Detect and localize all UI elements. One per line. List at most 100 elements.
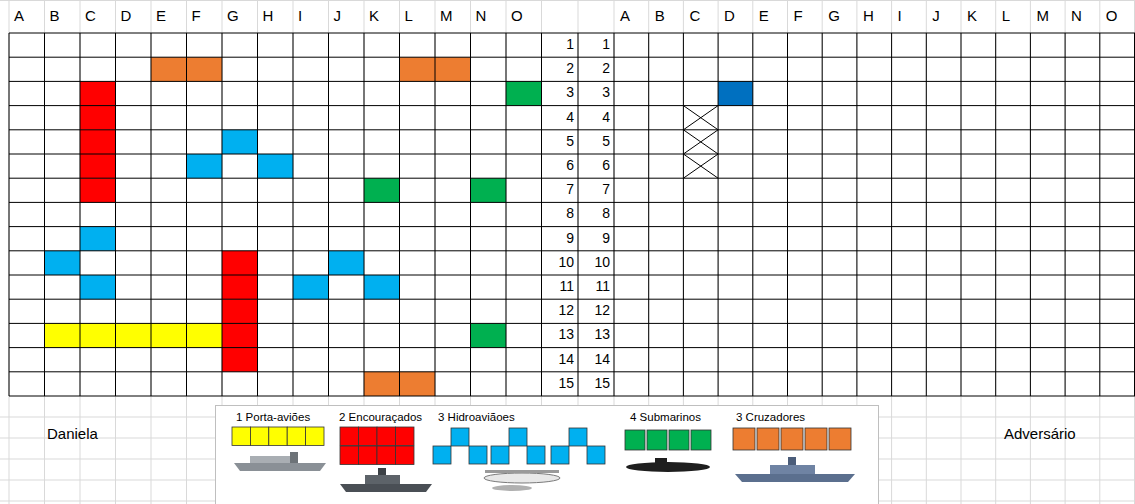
- column-letter: J: [932, 7, 940, 24]
- submarine-picture: [626, 462, 710, 472]
- column-letter: K: [369, 7, 379, 24]
- grid-line: [80, 33, 81, 396]
- column-letter: O: [511, 7, 523, 24]
- hit-cell: [718, 81, 753, 105]
- grid-line: [9, 226, 1135, 227]
- cruiser-cell: [400, 372, 436, 396]
- battleship-cell: [80, 154, 116, 178]
- carrier-cell: [116, 323, 152, 347]
- battleship-cell: [222, 251, 258, 275]
- grid-line: [151, 33, 152, 396]
- cruiser-picture: [735, 474, 855, 482]
- row-number: 14: [542, 351, 574, 367]
- grid-line: [683, 33, 684, 396]
- swatch-cell: [250, 427, 268, 445]
- submarine-picture: [655, 458, 667, 465]
- legend-text: 4 Submarinos: [630, 411, 701, 423]
- column-letter: N: [1071, 7, 1082, 24]
- grid-line: [9, 154, 1135, 155]
- grid-line: [186, 33, 187, 396]
- grid-line: [9, 33, 1135, 34]
- battleship-cell: [222, 348, 258, 372]
- row-number: 11: [578, 278, 610, 294]
- column-letter: F: [794, 7, 803, 24]
- grid-line: [257, 33, 258, 396]
- seaplane-cell: [329, 251, 365, 275]
- column-letter: M: [440, 7, 453, 24]
- grid-line: [926, 0, 927, 504]
- row-number: 4: [578, 109, 610, 125]
- row-number: 15: [542, 375, 574, 391]
- row-number: 15: [578, 375, 610, 391]
- column-letter: E: [156, 7, 166, 24]
- cruiser-picture: [788, 457, 796, 465]
- row-number: 13: [542, 326, 574, 342]
- grid-line: [614, 33, 615, 396]
- swatch-cell: [587, 446, 605, 464]
- grid-line: [787, 33, 788, 396]
- legend-text: 1 Porta-aviões: [236, 411, 310, 423]
- grid-line: [9, 178, 1135, 179]
- swatch-cell: [451, 428, 469, 446]
- grid-line: [9, 275, 1135, 276]
- miss-mark: [683, 154, 718, 178]
- row-number: 5: [578, 133, 610, 149]
- row-number: 3: [542, 84, 574, 100]
- row-number: 9: [542, 230, 574, 246]
- swatch-cell: [377, 427, 396, 446]
- row-number: 7: [542, 181, 574, 197]
- column-letter: C: [689, 7, 700, 24]
- column-letter: D: [724, 7, 735, 24]
- grid-line: [115, 33, 116, 396]
- swatch-cell: [733, 428, 755, 450]
- battleship-cell: [222, 299, 258, 323]
- grid-line: [9, 105, 1135, 106]
- row-number: 4: [542, 109, 574, 125]
- grid-line: [44, 0, 45, 504]
- column-letter: O: [1106, 7, 1118, 24]
- grid-line: [995, 33, 996, 396]
- swatch-cell: [509, 428, 527, 446]
- legend-text: 2 Encouraçados: [339, 411, 422, 423]
- grid-line: [44, 33, 45, 396]
- carrier-cell: [45, 323, 81, 347]
- seaplane-picture: [492, 485, 532, 491]
- swatch-cell: [757, 428, 779, 450]
- grid-line: [1099, 33, 1100, 396]
- seaplane-cell: [80, 227, 116, 251]
- row-number: 1: [578, 36, 610, 52]
- swatch-cell: [433, 446, 451, 464]
- row-number: 6: [578, 157, 610, 173]
- grid-line: [822, 33, 823, 396]
- row-number: 6: [542, 157, 574, 173]
- column-letter: B: [655, 7, 665, 24]
- miss-mark: [683, 130, 718, 154]
- legend-swatch: [433, 428, 605, 464]
- swatch-cell: [569, 428, 587, 446]
- seaplane-cell: [293, 275, 329, 299]
- column-letter: G: [227, 7, 239, 24]
- cruiser-cell: [435, 57, 471, 81]
- player-name: Daniela: [47, 425, 98, 442]
- column-letter: H: [263, 7, 274, 24]
- player-name: Adversário: [1004, 425, 1076, 442]
- column-letter: J: [334, 7, 342, 24]
- battleship-cell: [80, 81, 116, 105]
- grid-line: [9, 57, 1135, 58]
- carrier-picture: [290, 452, 298, 463]
- battleship-picture: [378, 468, 386, 475]
- seaplane-picture: [485, 470, 559, 473]
- swatch-cell: [306, 427, 324, 445]
- grid-line: [1134, 0, 1135, 504]
- submarine-cell: [364, 178, 400, 202]
- legend-text: 3 Cruzadores: [736, 411, 805, 423]
- battleship-picture: [365, 475, 400, 484]
- swatch-cell: [829, 428, 851, 450]
- grid-line: [9, 202, 1135, 203]
- grid-line: [752, 33, 753, 396]
- swatch-cell: [359, 446, 378, 465]
- column-letter: M: [1036, 7, 1049, 24]
- swatch-cell: [232, 427, 250, 445]
- battleship-cell: [80, 130, 116, 154]
- row-number: 1: [542, 36, 574, 52]
